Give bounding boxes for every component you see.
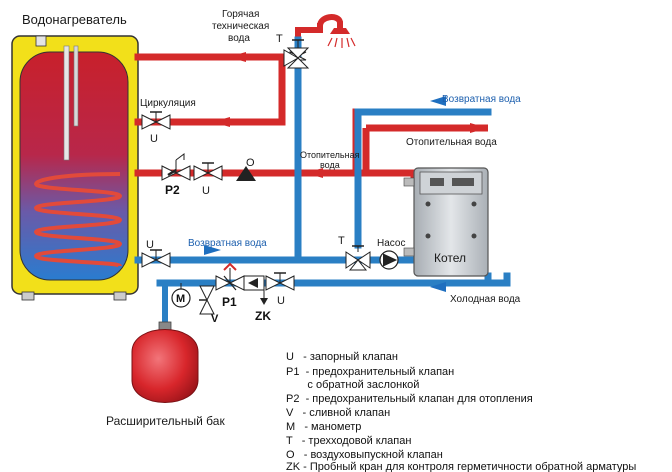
label-return-top: Возвратная вода [442, 94, 521, 105]
tank-foot-right [113, 291, 127, 301]
legend-line: V - сливной клапан [286, 407, 390, 419]
boiler: Котел [403, 167, 489, 277]
label-return-mid: Возвратная вода [188, 238, 267, 249]
code-m: M [176, 293, 185, 305]
anode-rod [63, 45, 70, 161]
arrow-right-icon [228, 52, 246, 62]
safety-valve-p2[interactable] [161, 153, 191, 181]
code-zk: ZK [255, 309, 271, 323]
shower-icon [317, 14, 356, 48]
air-vent-valve[interactable] [236, 166, 256, 181]
code-three-way-top: T [276, 33, 283, 45]
code-u-circ: U [150, 133, 158, 145]
code-v: V [211, 313, 219, 325]
label-hot-water-2: техническая [212, 21, 269, 32]
three-way-valve-top[interactable] [283, 39, 310, 69]
arrow-left-icon [212, 117, 230, 127]
boiler-label: Котел [434, 251, 466, 265]
legend-line: T - трехходовой клапан [286, 435, 411, 447]
check-valve-box [243, 275, 265, 291]
flow-arrows [204, 52, 488, 292]
legend-line: с обратной заслонкой [286, 379, 419, 391]
shutoff-valve-circulation[interactable] [141, 111, 171, 130]
arrow-left-icon [430, 282, 446, 292]
tank-foot-left [21, 291, 35, 301]
boiler-display-2 [452, 178, 474, 186]
code-u-cold: U [277, 295, 285, 307]
arrow-left-icon [305, 168, 323, 178]
label-heating-mid-1: Отопительная [300, 150, 360, 160]
test-valve-zk[interactable] [260, 290, 268, 305]
expansion-tank-label: Расширительный бак [106, 414, 225, 428]
label-circulation: Циркуляция [140, 98, 196, 109]
code-u-return: U [146, 239, 154, 251]
code-p2: P2 [165, 183, 180, 197]
manometer-icon [171, 283, 191, 308]
tank-cap-icon [35, 35, 47, 47]
pump-label: Насос [377, 238, 405, 249]
legend-line: O - воздуховыпускной клапан [286, 449, 443, 461]
label-cold-water: Холодная вода [450, 294, 521, 305]
shutoff-valve-heating[interactable] [193, 162, 223, 181]
drain-valve-v[interactable] [199, 285, 215, 315]
legend-line: M - манометр [286, 421, 361, 433]
three-way-valve-mid[interactable] [345, 245, 371, 271]
code-u-heating: U [202, 185, 210, 197]
water-heater [11, 35, 139, 301]
shutoff-valve-cold[interactable] [265, 272, 295, 291]
pump-icon[interactable] [379, 250, 399, 270]
legend-line: P1 - предохранительный клапан [286, 366, 454, 378]
code-three-way-mid: T [338, 235, 345, 247]
safety-valve-p1[interactable] [215, 262, 245, 291]
label-hot-water-1: Горячая [222, 9, 259, 20]
legend-line: P2 - предохранительный клапан для отопле… [286, 393, 533, 405]
label-heating-right: Отопительная вода [406, 137, 497, 148]
shutoff-valve-return[interactable] [141, 249, 171, 268]
code-o: O [246, 157, 255, 169]
arrow-right-icon [204, 245, 221, 255]
arrow-right-icon [470, 123, 488, 133]
boiler-display-1 [430, 178, 444, 186]
label-hot-water-3: вода [228, 33, 250, 44]
legend-line: U - запорный клапан [286, 351, 398, 363]
heating-coil [33, 172, 123, 268]
hot-outlet-tube [73, 45, 79, 127]
arrow-left-icon [430, 96, 446, 106]
expansion-tank [131, 321, 199, 403]
label-heating-mid-2: вода [320, 160, 340, 170]
page-title: Водонагреватель [22, 12, 127, 27]
legend-line: ZK - Пробный кран для контроля герметичн… [286, 461, 636, 472]
legend: U - запорный клапан P1 - предохранительн… [286, 351, 636, 472]
code-p1: P1 [222, 295, 237, 309]
